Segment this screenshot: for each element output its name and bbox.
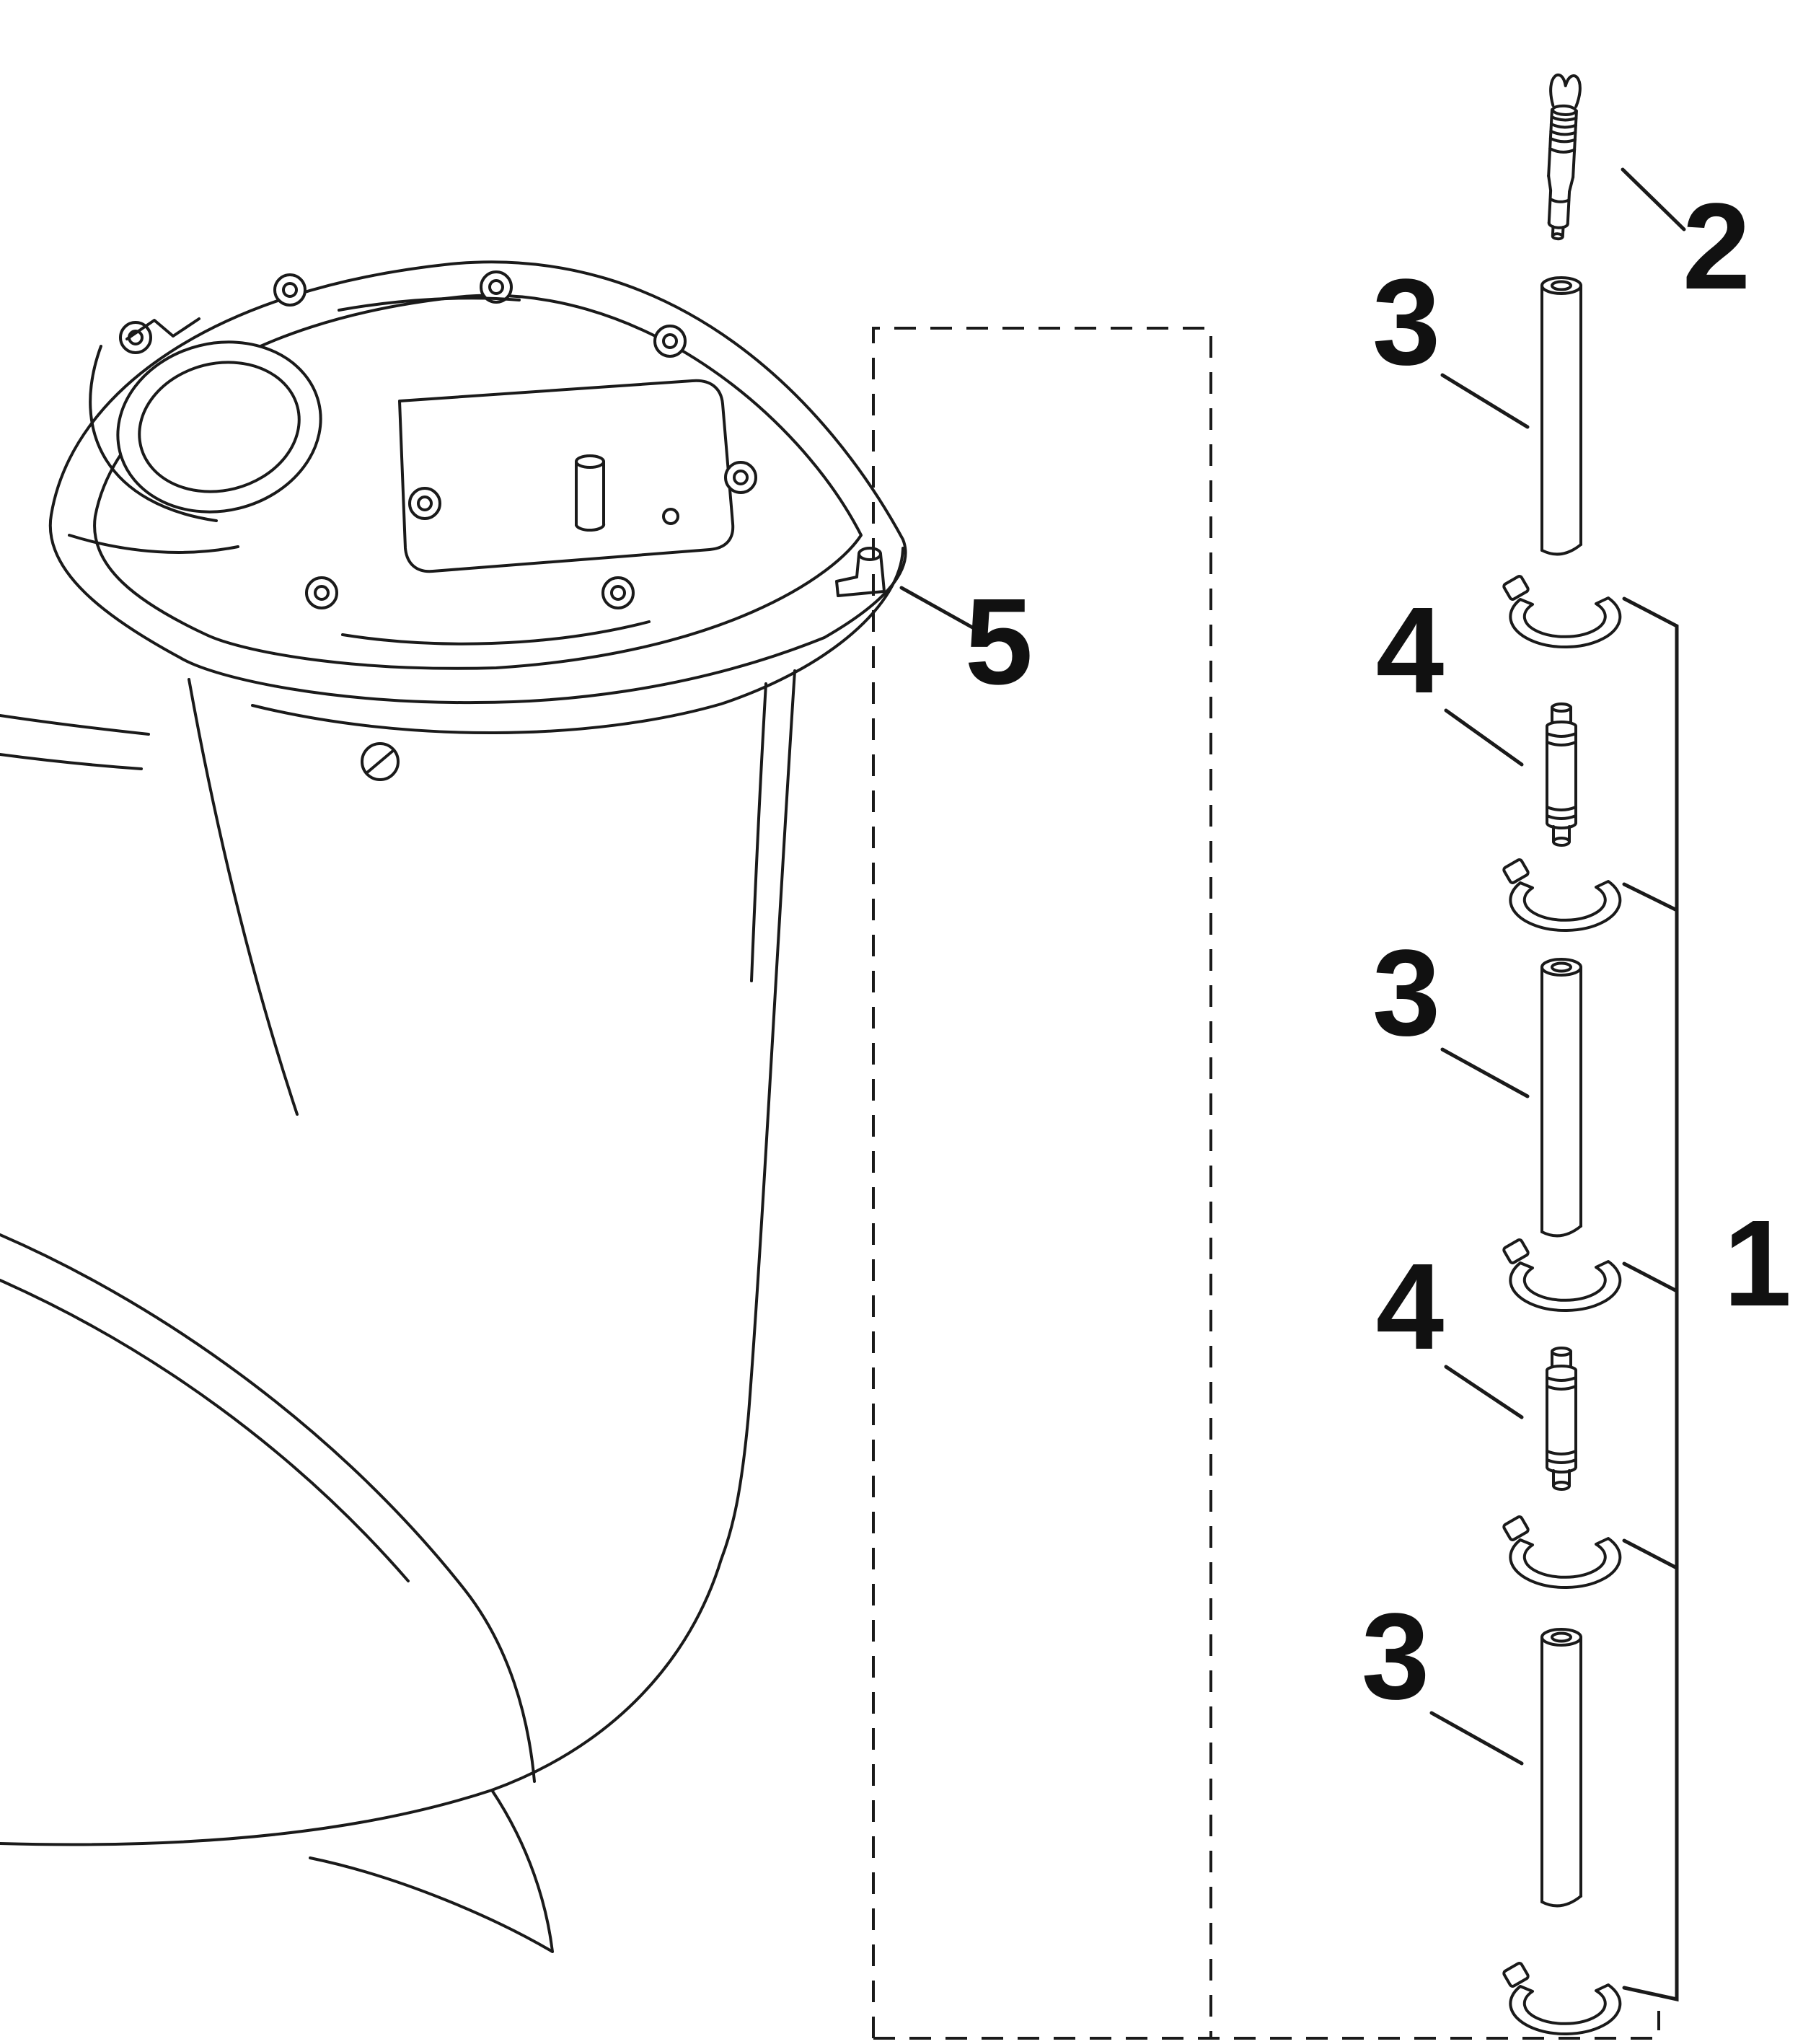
hose-clamp [1501, 573, 1622, 649]
hose-clamp [1501, 1960, 1622, 2036]
driveshaft-bore-inner [138, 361, 301, 493]
callout-label-5: 5 [965, 573, 1033, 710]
hose-clamp [1501, 857, 1622, 933]
hose-clamp [1501, 1514, 1622, 1590]
assembly-bracket [1622, 596, 1679, 2002]
filter-connector-part-4 [1546, 1347, 1577, 1491]
flange-rim [251, 547, 904, 734]
callout-label-4-lower: 4 [1376, 1238, 1445, 1375]
casting-notch [125, 317, 200, 340]
small-dowel-hole [662, 508, 679, 525]
leader-line-3a [1440, 373, 1530, 429]
torpedo-bottom [0, 1558, 723, 1846]
hose-clamp [1501, 1237, 1622, 1313]
leading-edge-1 [0, 1233, 536, 1783]
flange-inner-ring [93, 294, 863, 670]
casting-contour-1 [68, 534, 239, 554]
casting-contour-3 [338, 296, 521, 312]
plate-edge-1 [0, 714, 150, 736]
leader-line-4a [1444, 708, 1524, 767]
housing-screw [361, 742, 400, 781]
leading-edge-2 [0, 1279, 410, 1582]
leader-lines [899, 167, 1686, 1766]
body-right-inner-line [750, 682, 767, 982]
leader-line-2 [1621, 167, 1686, 232]
driveshaft-bore-outer [116, 340, 322, 514]
bolt-hole [273, 273, 307, 307]
bolt-hole [653, 325, 687, 358]
hose-tube-part-3 [1540, 1628, 1582, 1908]
skeg [309, 1789, 554, 1953]
callout-label-3-middle: 3 [1372, 925, 1441, 1062]
callout-label-1: 1 [1724, 1195, 1792, 1332]
hose-tube-part-3 [1540, 276, 1582, 556]
bore-boss-arc [89, 345, 218, 522]
callout-label-3-top: 3 [1372, 254, 1441, 391]
hose-assembly-parts [1501, 73, 1679, 2036]
dashed-boundary [872, 327, 1660, 2040]
gearcase-housing-drawing [0, 260, 907, 1953]
callout-label-3-bottom: 3 [1362, 1588, 1430, 1725]
body-right-wall [720, 669, 796, 1561]
casting-contour-2 [341, 620, 651, 646]
vent-fitting-part-2 [1547, 73, 1582, 241]
callout-label-4-upper: 4 [1376, 582, 1445, 719]
flange-outline [48, 260, 907, 705]
body-left-contour [188, 678, 299, 1116]
bolt-hole [724, 461, 757, 494]
stud-pin [575, 454, 606, 532]
bolt-hole [408, 487, 441, 520]
leader-line-4b [1444, 1365, 1524, 1419]
hose-tube-part-3 [1540, 958, 1582, 1238]
flange-pocket [398, 379, 735, 573]
plate-edge-2 [0, 753, 143, 770]
leader-line-3b [1440, 1047, 1530, 1098]
bolt-hole [305, 576, 338, 609]
leader-line-3c [1429, 1711, 1524, 1766]
callout-label-2: 2 [1683, 178, 1751, 315]
filter-connector-part-4 [1546, 702, 1577, 847]
leader-line-5 [899, 586, 977, 631]
bolt-hole [601, 576, 635, 609]
